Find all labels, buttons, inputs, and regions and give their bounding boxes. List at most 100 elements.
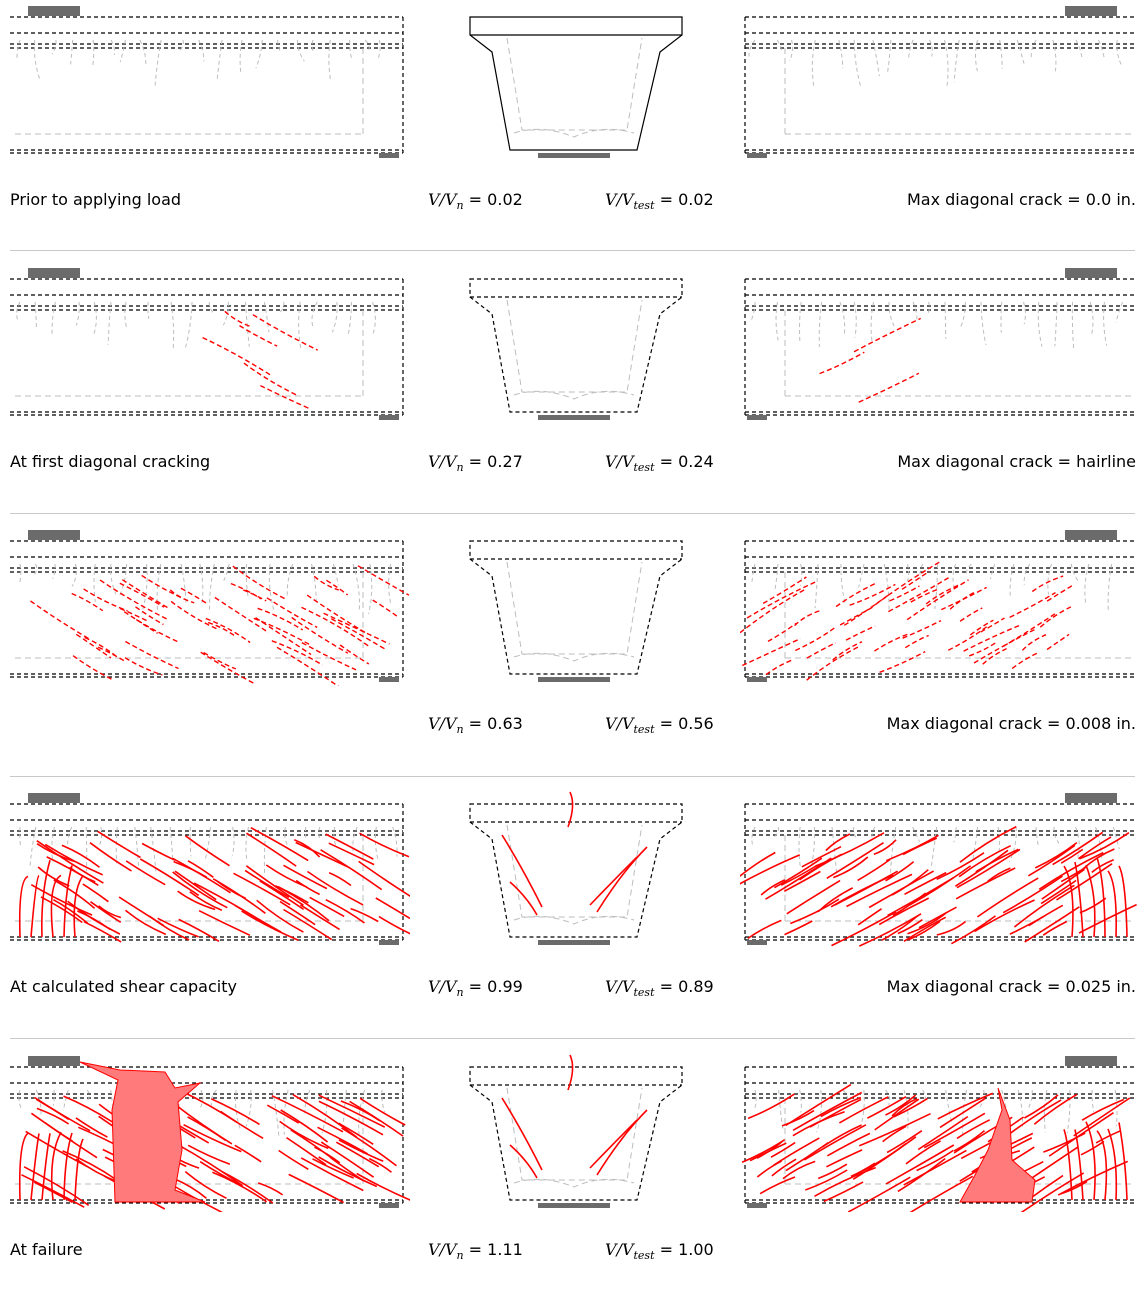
diagonal-crack <box>38 867 69 886</box>
diagonal-crack <box>360 833 410 857</box>
diagonal-crack <box>903 838 937 854</box>
diagonal-crack <box>98 647 125 661</box>
flexural-crack <box>779 1090 783 1128</box>
v-over-vtest-ratio: V/Vtest = 1.00 <box>605 1240 714 1259</box>
diagonal-crack <box>63 1151 117 1180</box>
diagonal-crack <box>937 922 966 936</box>
load-bearing-pad <box>1065 793 1117 803</box>
web-crack <box>597 847 647 912</box>
diagonal-crack <box>1082 1100 1124 1121</box>
diagonal-crack <box>757 1161 781 1177</box>
diagonal-crack <box>340 645 369 664</box>
diagonal-crack <box>1058 1161 1128 1195</box>
flexural-crack <box>19 564 20 584</box>
load-bearing-pad <box>28 6 80 16</box>
diagonal-crack <box>379 917 410 934</box>
flexural-crack <box>909 40 914 59</box>
diagonal-crack <box>781 865 818 885</box>
diagonal-crack <box>201 652 255 684</box>
diagonal-crack <box>358 566 409 596</box>
diagonal-crack <box>277 647 344 686</box>
diagonal-crack <box>289 1174 344 1202</box>
cross-section-sketch <box>462 787 687 949</box>
diagonal-crack <box>136 620 157 634</box>
diagonal-crack <box>854 1144 906 1176</box>
flexural-crack <box>790 40 793 61</box>
bearing-pad <box>538 1203 610 1208</box>
flexural-crack <box>815 564 818 608</box>
diagonal-crack <box>748 920 781 938</box>
flexural-crack <box>72 564 76 587</box>
support-bearing-pad <box>379 153 399 158</box>
diagonal-crack <box>858 860 890 881</box>
stirrup-outline <box>507 300 642 392</box>
diagonal-crack <box>1096 1131 1121 1143</box>
flexural-crack <box>52 40 56 54</box>
flexural-crack <box>1010 564 1014 597</box>
flexural-crack <box>1024 564 1030 585</box>
diagonal-crack <box>1040 607 1071 627</box>
flexural-crack <box>181 564 186 604</box>
flexural-crack <box>52 827 55 862</box>
diagonal-crack <box>326 580 347 595</box>
flexural-crack <box>945 40 949 87</box>
flexural-crack <box>312 564 317 602</box>
cross-section-sketch <box>462 262 687 424</box>
flexural-crack <box>840 302 845 336</box>
flexural-crack <box>800 1090 802 1113</box>
diagonal-crack <box>215 598 269 633</box>
cross-section-outline <box>470 804 682 937</box>
diagonal-crack <box>919 907 957 928</box>
diagonal-crack <box>260 881 304 909</box>
diagonal-crack <box>243 590 266 601</box>
flexural-crack <box>776 302 778 340</box>
diagonal-crack <box>200 1162 242 1186</box>
right-elevation-sketch <box>740 262 1145 424</box>
diagonal-crack <box>740 590 805 633</box>
flexural-crack <box>1108 564 1112 612</box>
support-bearing-pad <box>379 1203 399 1208</box>
diagonal-crack <box>85 638 116 656</box>
end-region-crack <box>1075 1130 1083 1200</box>
diagonal-crack <box>1003 614 1055 647</box>
flexural-crack <box>1029 1090 1033 1108</box>
diagonal-crack <box>854 318 921 351</box>
cross-section-sketch <box>462 524 687 686</box>
diagonal-crack <box>886 862 914 881</box>
load-stage-row: At first diagonal cracking V/Vn = 0.27 V… <box>0 262 1145 524</box>
flexural-crack <box>71 40 73 64</box>
flexural-crack <box>19 1090 22 1110</box>
flexural-crack <box>135 827 139 869</box>
flexural-crack <box>148 302 149 319</box>
left-elevation-sketch <box>0 262 410 424</box>
diagonal-crack <box>330 1157 364 1181</box>
left-elevation-sketch <box>0 1050 410 1212</box>
flexural-crack <box>873 40 879 76</box>
flexural-crack <box>334 827 336 847</box>
load-bearing-pad <box>28 793 80 803</box>
diagonal-crack <box>795 611 820 626</box>
diagonal-crack <box>221 1111 264 1138</box>
flexural-crack <box>800 564 802 586</box>
stirrup-outline <box>507 825 642 917</box>
v-over-vtest-ratio: V/Vtest = 0.24 <box>605 452 714 471</box>
flexural-crack <box>972 827 977 862</box>
support-bearing-pad <box>747 153 767 158</box>
load-stage-row: Prior to applying load V/Vn = 0.02 V/Vte… <box>0 0 1145 262</box>
flexural-crack <box>34 40 39 79</box>
diagonal-crack <box>1007 1100 1062 1136</box>
flexural-crack <box>913 302 917 320</box>
stirrup-outline <box>507 1088 642 1180</box>
diagonal-crack <box>786 1143 828 1171</box>
flexural-crack <box>1104 302 1107 346</box>
row-separator <box>10 1038 1135 1039</box>
v-over-vtest-symbol: V/Vtest <box>605 714 655 733</box>
flexural-crack <box>1116 302 1123 322</box>
diagonal-crack <box>960 608 982 621</box>
diagonal-crack <box>373 600 399 617</box>
diagonal-crack <box>1034 1094 1077 1124</box>
diagonal-crack <box>142 844 175 861</box>
diagonal-crack <box>768 623 797 641</box>
flexural-crack <box>954 40 959 82</box>
flexural-crack <box>382 1090 385 1112</box>
